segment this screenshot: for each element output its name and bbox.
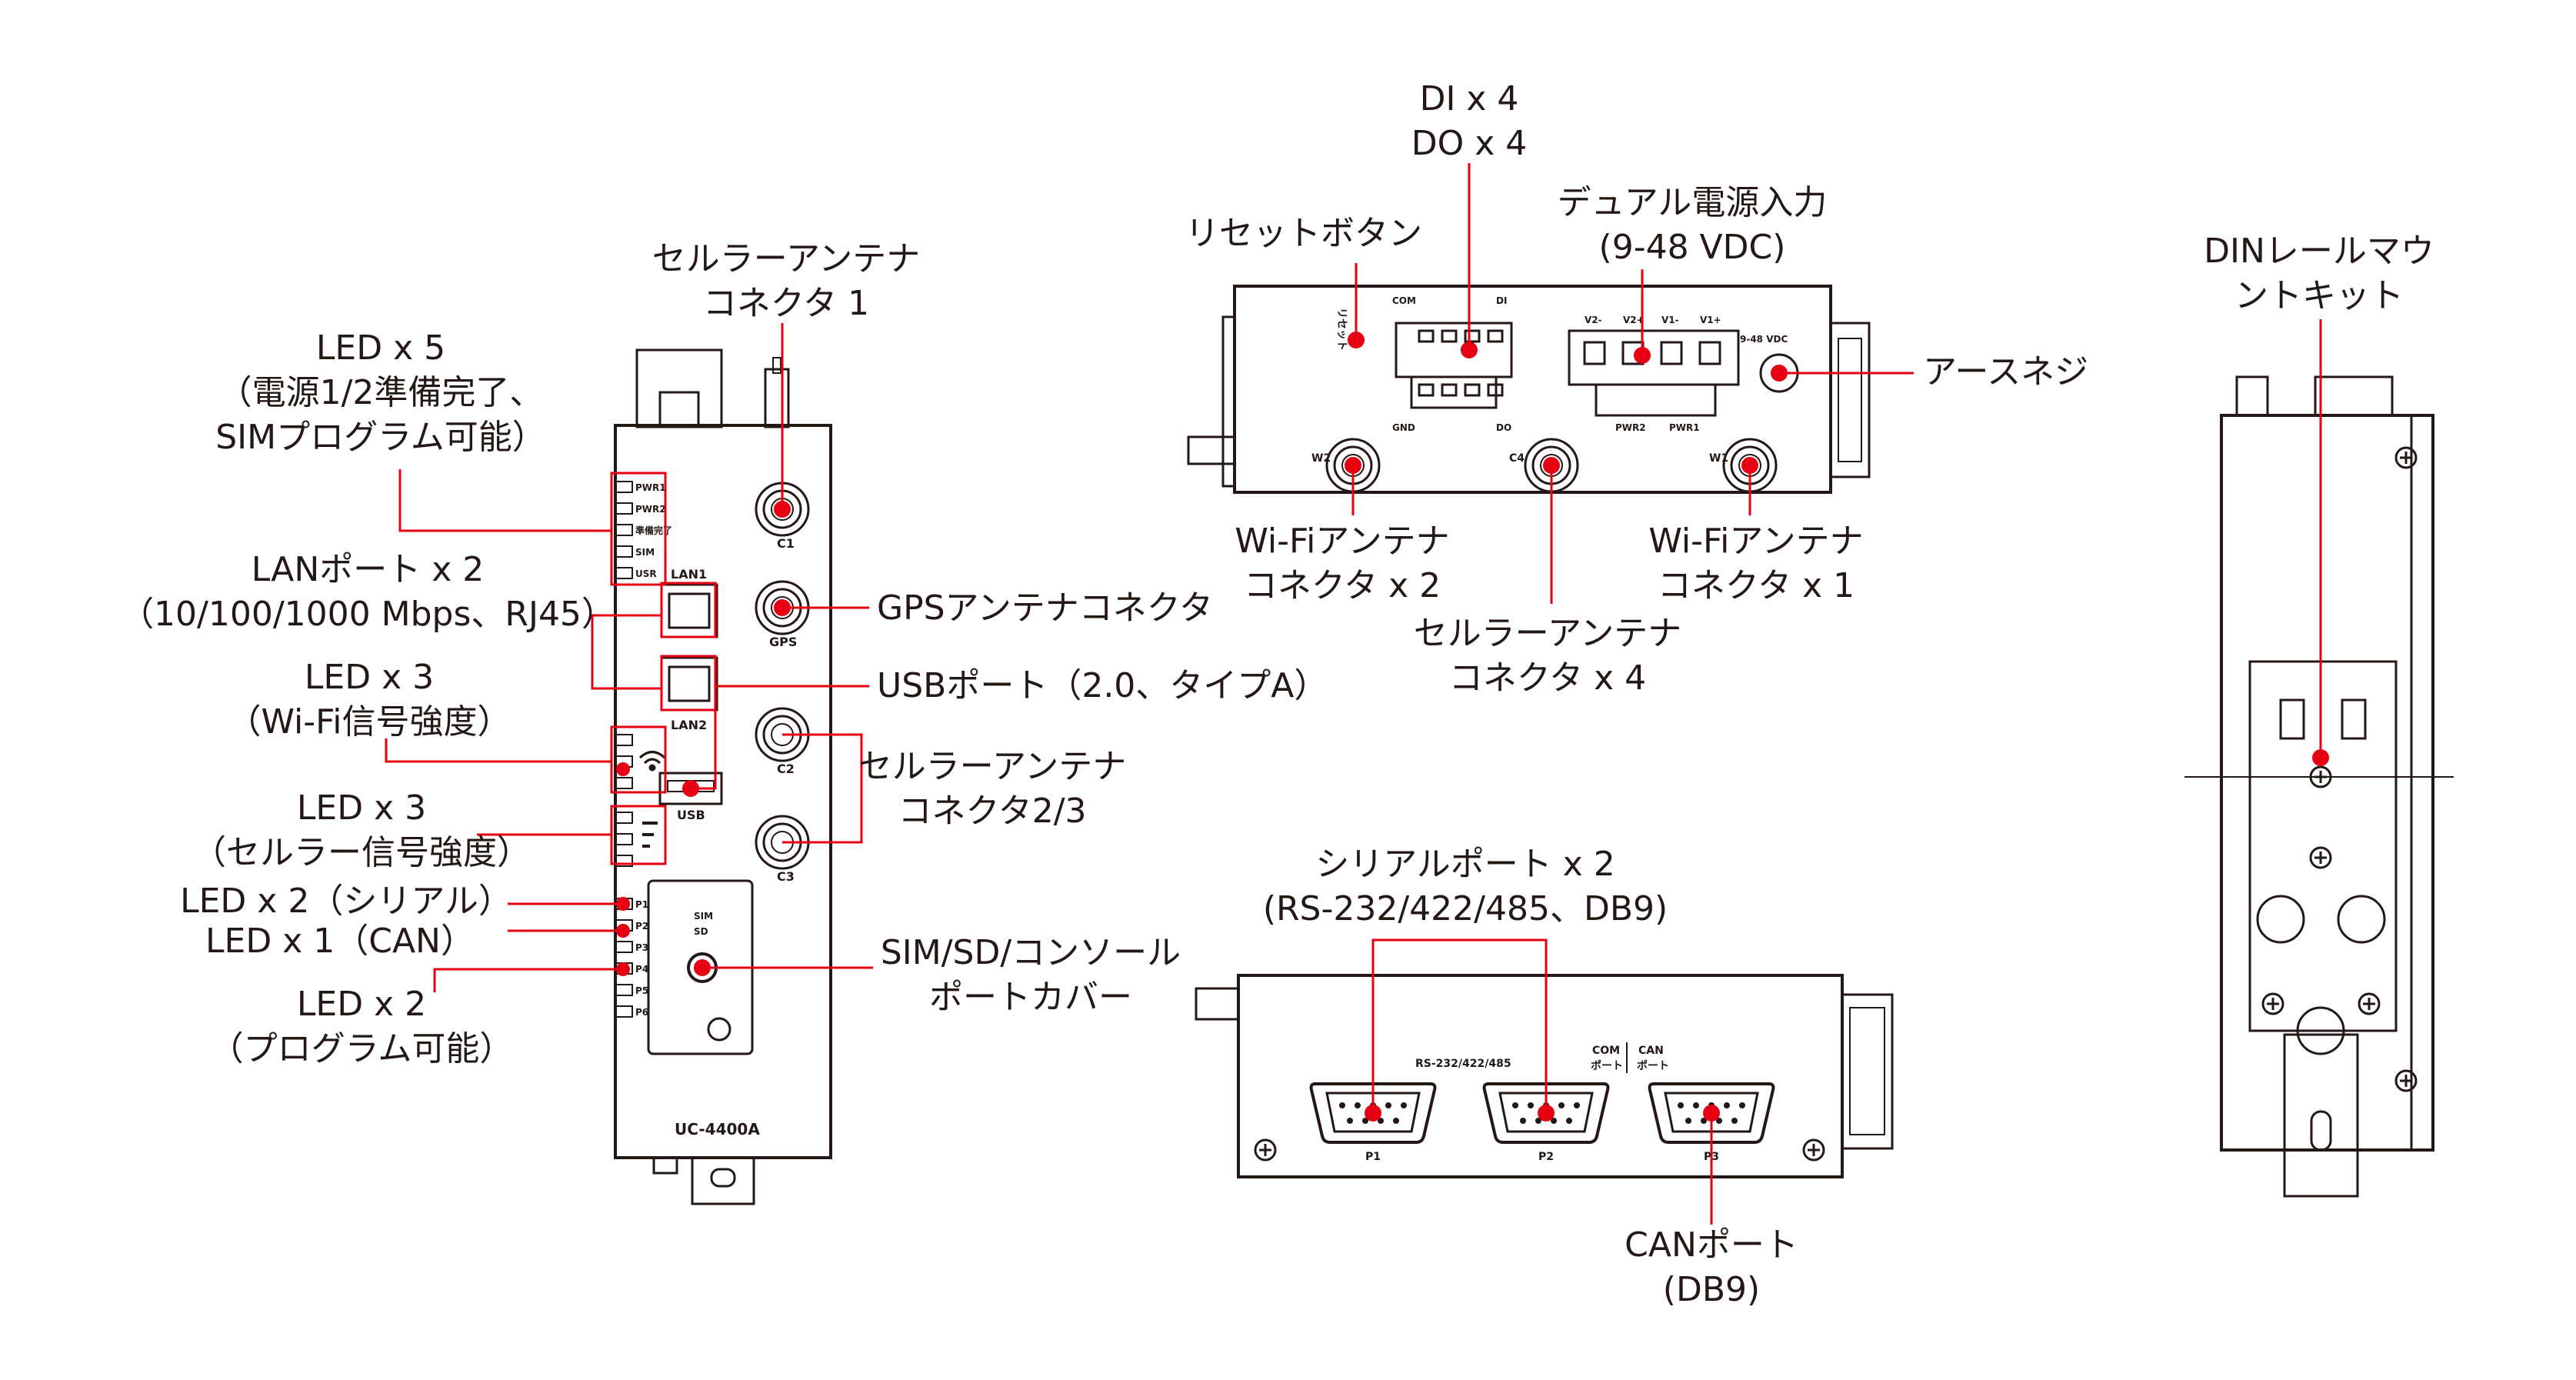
led-label-sim: SIM [635, 547, 655, 558]
reset-label: リセット [1335, 308, 1348, 351]
callout-prog-led: LED x 2（プログラム可能） [209, 985, 514, 1068]
led-label-usr: USR [635, 568, 657, 579]
lan1-label: LAN1 [671, 567, 707, 582]
bottom-view: RS-232/422/485 COM ポート CAN ポート P1 P2 P3 [1195, 974, 1894, 1178]
usb-port [658, 772, 723, 805]
callout-cellular-23: セルラーアンテナコネクタ2/3 [858, 747, 1127, 831]
wifi-signal-icon [638, 751, 666, 772]
dio-top-label: COM [1392, 295, 1416, 306]
pwr2-label: PWR2 [1615, 422, 1646, 433]
callout-wifi-x2: Wi-Fiアンテナコネクタ x 2 [1235, 522, 1450, 605]
callout-serial-led: LED x 2（シリアル） [180, 882, 512, 921]
serial-led-p4: P4 [635, 964, 648, 975]
antenna-c1-label: C1 [777, 536, 795, 551]
power-v2-plus: V2+ [1623, 315, 1645, 325]
can-label-2: ポート [1637, 1059, 1669, 1072]
callout-lan-port: LANポート x 2（10/100/1000 Mbps、RJ45） [120, 550, 615, 634]
led-label-ready: 準備完了 [635, 525, 672, 536]
callout-led-x5: LED x 5（電源1/2準備完了、SIMプログラム可能） [215, 328, 546, 457]
serial-led-p1: P1 [635, 899, 648, 910]
power-v2-minus: V2- [1585, 315, 1602, 325]
callout-earth: アースネジ [1923, 352, 2089, 392]
pwr1-label: PWR1 [1669, 422, 1700, 433]
serial-led-p6: P6 [635, 1007, 648, 1018]
p2-label: P2 [1538, 1151, 1554, 1163]
cover-sd-label: SD [694, 926, 708, 937]
antenna-c3-label: C3 [777, 869, 795, 884]
cover-sim-label: SIM [694, 911, 713, 922]
led-label-pwr1: PWR1 [635, 482, 666, 493]
com-label-2: ポート [1591, 1059, 1623, 1072]
serial-led-p2: P2 [635, 921, 648, 932]
callout-serial-port: シリアルポート x 2(RS-232/422/485、DB9) [1262, 845, 1668, 928]
lan2-label: LAN2 [671, 718, 707, 732]
serial-led-p5: P5 [635, 985, 648, 996]
w2-label: W2 [1311, 452, 1331, 465]
power-v1-minus: V1- [1661, 315, 1679, 325]
cell-signal-icon [642, 822, 658, 848]
lan2-port [660, 656, 718, 712]
dio-gnd-label: GND [1392, 422, 1415, 433]
dio-terminal-block [1395, 322, 1513, 409]
callout-gps: GPSアンテナコネクタ [877, 588, 1214, 628]
callout-usb: USBポート（2.0、タイプA） [877, 666, 1328, 705]
callout-sim-cover: SIM/SD/コンソールポートカバー [880, 933, 1181, 1017]
usb-label: USB [677, 808, 705, 822]
can-label-1: CAN [1638, 1045, 1664, 1057]
power-terminal-block [1568, 329, 1740, 417]
callout-wifi-led: LED x 3（Wi-Fi信号強度） [227, 658, 512, 742]
callout-can-led: LED x 1（CAN） [205, 922, 475, 961]
dio-di-label: DI [1496, 295, 1507, 306]
p1-label: P1 [1365, 1151, 1381, 1163]
callout-dots [616, 332, 2329, 1122]
callout-dual-power: デュアル電源入力(9-48 VDC) [1557, 183, 1828, 267]
com-label-1: COM [1592, 1045, 1620, 1057]
w1-label: W1 [1709, 452, 1728, 465]
model-label: UC-4400A [675, 1120, 760, 1138]
callout-cellular-x4: セルラーアンテナコネクタ x 4 [1413, 614, 1682, 698]
side-view [2184, 375, 2454, 1198]
callout-cellular-led: LED x 3（セルラー信号強度） [192, 788, 531, 872]
serial-led-p3: P3 [635, 942, 648, 953]
lan1-port [660, 583, 718, 638]
callout-wifi-x1: Wi-Fiアンテナコネクタ x 1 [1648, 522, 1864, 605]
top-view: COM DI GND DO リセット V2- V2+ V1- V1+ 9-48 … [1187, 285, 1871, 494]
led-label-pwr2: PWR2 [635, 504, 666, 515]
dio-do-label: DO [1496, 422, 1511, 433]
callout-reset: リセットボタン [1185, 214, 1422, 253]
callout-lines [385, 163, 2322, 1225]
callout-can-port: CANポート(DB9) [1625, 1225, 1798, 1309]
front-view: PWR1 PWR2 準備完了 SIM USR P1 P2 P3 P4 P5 P6… [614, 348, 832, 1205]
c4-label: C4 [1509, 452, 1525, 465]
rs-group-label: RS-232/422/485 [1415, 1058, 1511, 1070]
antenna-gps-label: GPS [769, 635, 797, 649]
callout-cellular-1: セルラーアンテナコネクタ 1 [651, 239, 921, 323]
antenna-c2-label: C2 [777, 762, 795, 776]
power-v1-plus: V1+ [1700, 315, 1721, 325]
power-rating-label: 9-48 VDC [1740, 334, 1788, 345]
callout-din-rail: DINレールマウントキット [2204, 232, 2434, 315]
bottom-body [1237, 974, 1844, 1178]
